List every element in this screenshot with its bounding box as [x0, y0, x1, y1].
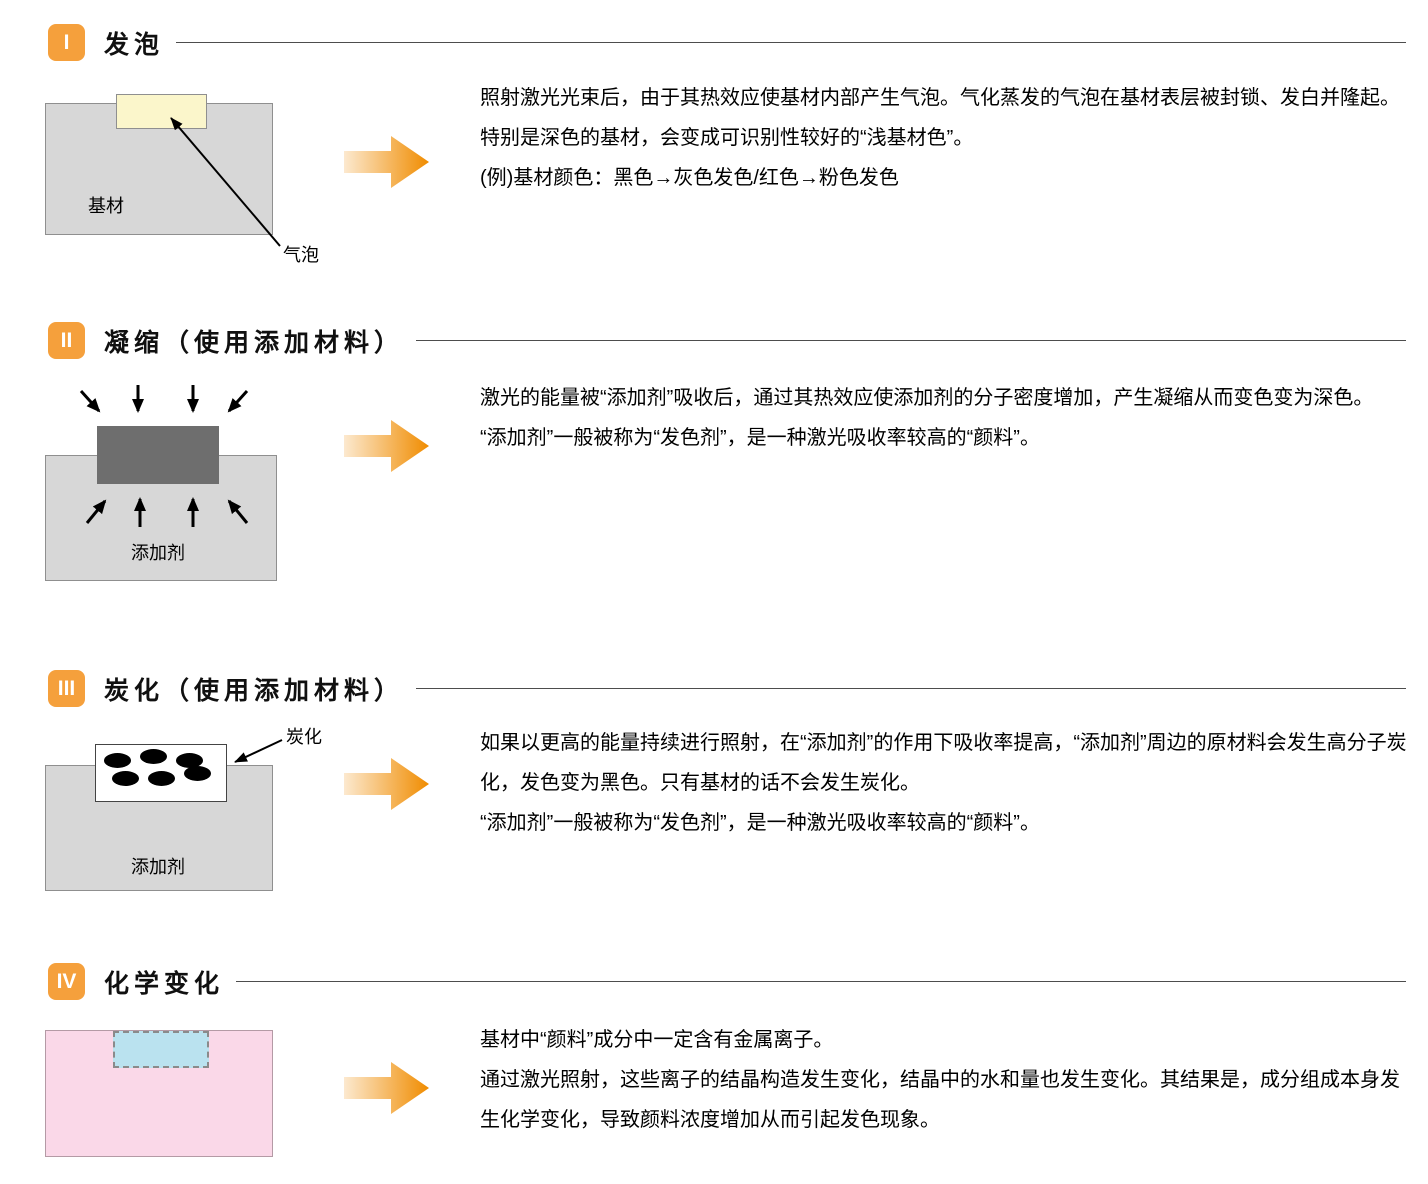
section-number-badge: III: [48, 670, 85, 707]
description-paragraph: 如果以更高的能量持续进行照射，在“添加剂”的作用下吸收率提高，“添加剂”周边的原…: [480, 732, 1407, 794]
additive-label: 添加剂: [131, 857, 185, 877]
section-header: IV 化学变化: [48, 963, 1406, 1000]
section-title: 凝缩（使用添加材料）: [104, 328, 405, 357]
substrate-label: 基材: [88, 196, 124, 216]
carbon-particle: [148, 771, 175, 786]
condensation-diagram: 添加剂: [45, 383, 305, 588]
section-number-badge: II: [48, 322, 85, 359]
bubble-pointer-arrow-icon: [170, 117, 281, 247]
bubble-label: 气泡: [283, 245, 319, 265]
section-number-badge: IV: [48, 963, 85, 1000]
bubble-zone: [116, 94, 207, 129]
description-paragraph: 照射激光光束后，由于其热效应使基材内部产生气泡。气化蒸发的气泡在基材表层被封锁、…: [480, 87, 1400, 149]
carbon-particle: [104, 753, 131, 768]
section-rule: [416, 340, 1406, 341]
additive-block: [97, 426, 219, 484]
description-paragraph: 基材中“颜料”成分中一定含有金属离子。: [480, 1029, 834, 1051]
description-paragraph: 激光的能量被“添加剂”吸收后，通过其热效应使添加剂的分子密度增加，产生凝缩从而变…: [480, 387, 1374, 409]
section-title: 发泡: [104, 30, 165, 59]
carbon-particle: [112, 771, 139, 786]
section-rule: [416, 688, 1406, 689]
chemical-change-diagram: [45, 1030, 280, 1160]
description-paragraph: (例)基材颜色：黑色→灰色发色/红色→粉色发色: [480, 167, 899, 189]
chemical-change-description: 基材中“颜料”成分中一定含有金属离子。 通过激光照射，这些离子的结晶构造发生变化…: [480, 1020, 1412, 1140]
process-arrow-icon: [344, 1062, 429, 1114]
pigment-base-block: [45, 1030, 273, 1157]
carbonization-description: 如果以更高的能量持续进行照射，在“添加剂”的作用下吸收率提高，“添加剂”周边的原…: [480, 723, 1412, 843]
section-title: 化学变化: [104, 969, 225, 998]
foaming-diagram: 基材 气泡: [45, 94, 395, 284]
process-arrow-icon: [344, 758, 429, 810]
carbon-particle: [140, 749, 167, 764]
carbonization-diagram: 炭化 添加剂: [45, 715, 395, 900]
carbonization-pointer-arrow-icon: [234, 739, 283, 763]
section-header: I 发泡: [48, 24, 1406, 61]
carbonization-label: 炭化: [286, 727, 322, 747]
description-paragraph: 通过激光照射，这些离子的结晶构造发生变化，结晶中的水和量也发生变化。其结果是，成…: [480, 1069, 1400, 1131]
section-title: 炭化（使用添加材料）: [104, 676, 405, 705]
process-arrow-icon: [344, 136, 429, 188]
carbon-particle: [184, 766, 211, 781]
reaction-zone: [113, 1031, 209, 1068]
section-header: III 炭化（使用添加材料）: [48, 670, 1406, 707]
process-arrow-icon: [344, 420, 429, 472]
section-rule: [176, 42, 1406, 43]
foaming-description: 照射激光光束后，由于其热效应使基材内部产生气泡。气化蒸发的气泡在基材表层被封锁、…: [480, 78, 1412, 198]
section-number-badge: I: [48, 24, 85, 61]
compression-arrows-icon: [79, 385, 249, 527]
additive-label: 添加剂: [131, 543, 185, 563]
description-paragraph: “添加剂”一般被称为“发色剂”，是一种激光吸收率较高的“颜料”。: [480, 427, 1040, 449]
description-paragraph: “添加剂”一般被称为“发色剂”，是一种激光吸收率较高的“颜料”。: [480, 812, 1040, 834]
carbon-particle: [176, 753, 203, 768]
carbonized-zone: [95, 744, 227, 802]
condensation-description: 激光的能量被“添加剂”吸收后，通过其热效应使添加剂的分子密度增加，产生凝缩从而变…: [480, 378, 1412, 458]
section-header: II 凝缩（使用添加材料）: [48, 322, 1406, 359]
section-rule: [236, 981, 1406, 982]
